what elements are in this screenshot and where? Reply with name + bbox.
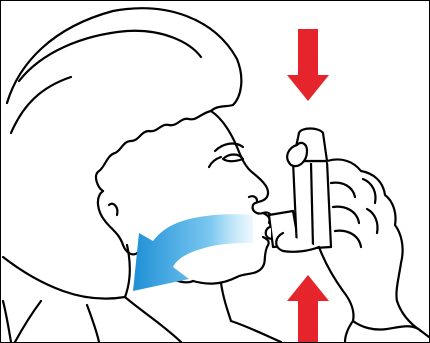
wrist-front xyxy=(319,247,354,321)
sleeve xyxy=(345,321,353,342)
ear-inner xyxy=(109,204,117,215)
nostril xyxy=(249,196,257,201)
collar-right xyxy=(231,321,281,342)
airflow-arrow-icon xyxy=(133,214,253,291)
index-finger xyxy=(287,143,307,166)
person-figure xyxy=(3,8,281,342)
eye xyxy=(223,155,243,162)
sleeve-right xyxy=(421,331,429,337)
body-left xyxy=(3,301,11,342)
finger-3 xyxy=(335,231,361,247)
collar xyxy=(125,297,181,342)
up-arrow-icon xyxy=(287,275,329,342)
inhaler-cap xyxy=(266,227,271,239)
face-profile xyxy=(211,111,272,221)
shoulder-left xyxy=(3,257,125,299)
eye-lash xyxy=(209,157,221,167)
ear xyxy=(98,191,139,254)
chin xyxy=(193,247,267,284)
neck-front xyxy=(221,283,231,321)
airflow xyxy=(133,214,253,291)
down-arrow-icon xyxy=(287,29,329,101)
shoulder-line xyxy=(15,301,41,342)
shirt-fold xyxy=(87,305,99,342)
neck-back xyxy=(125,245,130,297)
hair-line-2 xyxy=(11,77,71,133)
hair-line xyxy=(19,31,201,81)
hair-curls xyxy=(96,111,211,191)
